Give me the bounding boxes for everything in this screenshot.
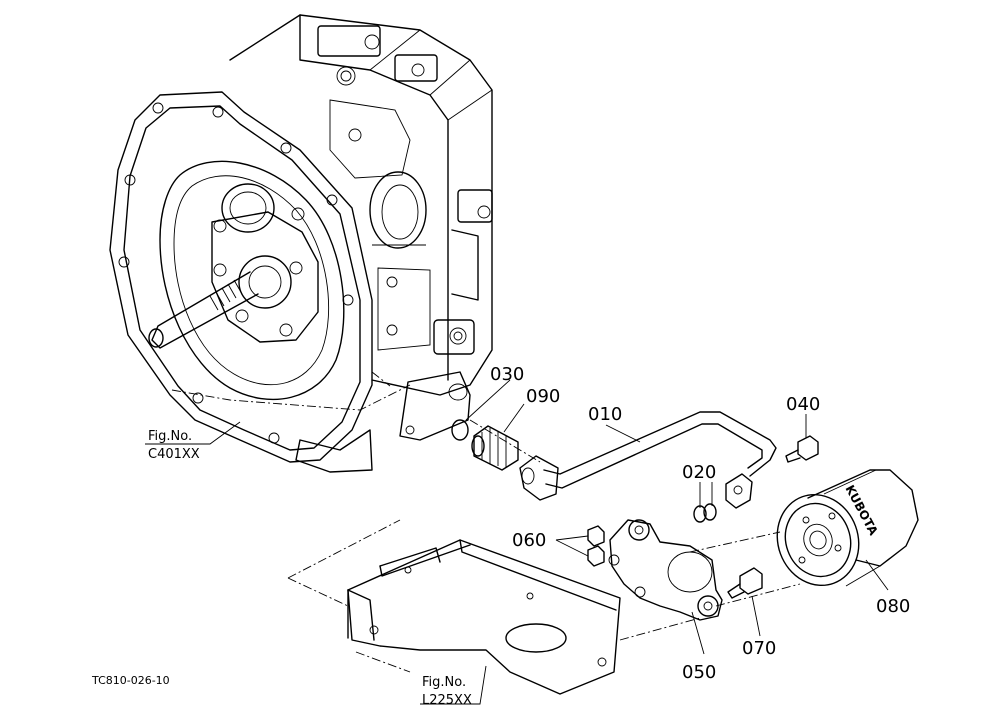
callout-080: 080 [876, 596, 910, 617]
oil-filter-080: KUBOTA [776, 469, 919, 587]
callout-070: 070 [742, 638, 776, 659]
callout-040: 040 [786, 394, 820, 415]
callout-030: 030 [490, 364, 524, 385]
bolt-040 [785, 435, 819, 463]
plugs-060 [587, 525, 605, 567]
fig-ref-l225-line2: L225XX [422, 693, 472, 708]
callout-090: 090 [526, 386, 560, 407]
o-ring-030 [451, 419, 469, 441]
fig-ref-c401-line2: C401XX [148, 447, 200, 462]
mounting-bracket [287, 519, 621, 695]
callout-060: 060 [512, 530, 546, 551]
oil-pipe-010 [519, 411, 777, 509]
diagram-code: TC810-026-10 [91, 674, 170, 687]
bolt-070 [727, 567, 763, 599]
fitting-090 [471, 425, 519, 471]
fig-ref-l225-line1: Fig.No. [422, 675, 466, 690]
transmission-housing [109, 14, 541, 473]
fig-ref-c401-line1: Fig.No. [148, 429, 192, 444]
callout-050: 050 [682, 662, 716, 683]
o-rings-020 [693, 503, 717, 523]
callout-010: 010 [588, 404, 622, 425]
filter-head-050 [608, 519, 801, 641]
callout-leaders [145, 379, 889, 705]
callout-020: 020 [682, 462, 716, 483]
